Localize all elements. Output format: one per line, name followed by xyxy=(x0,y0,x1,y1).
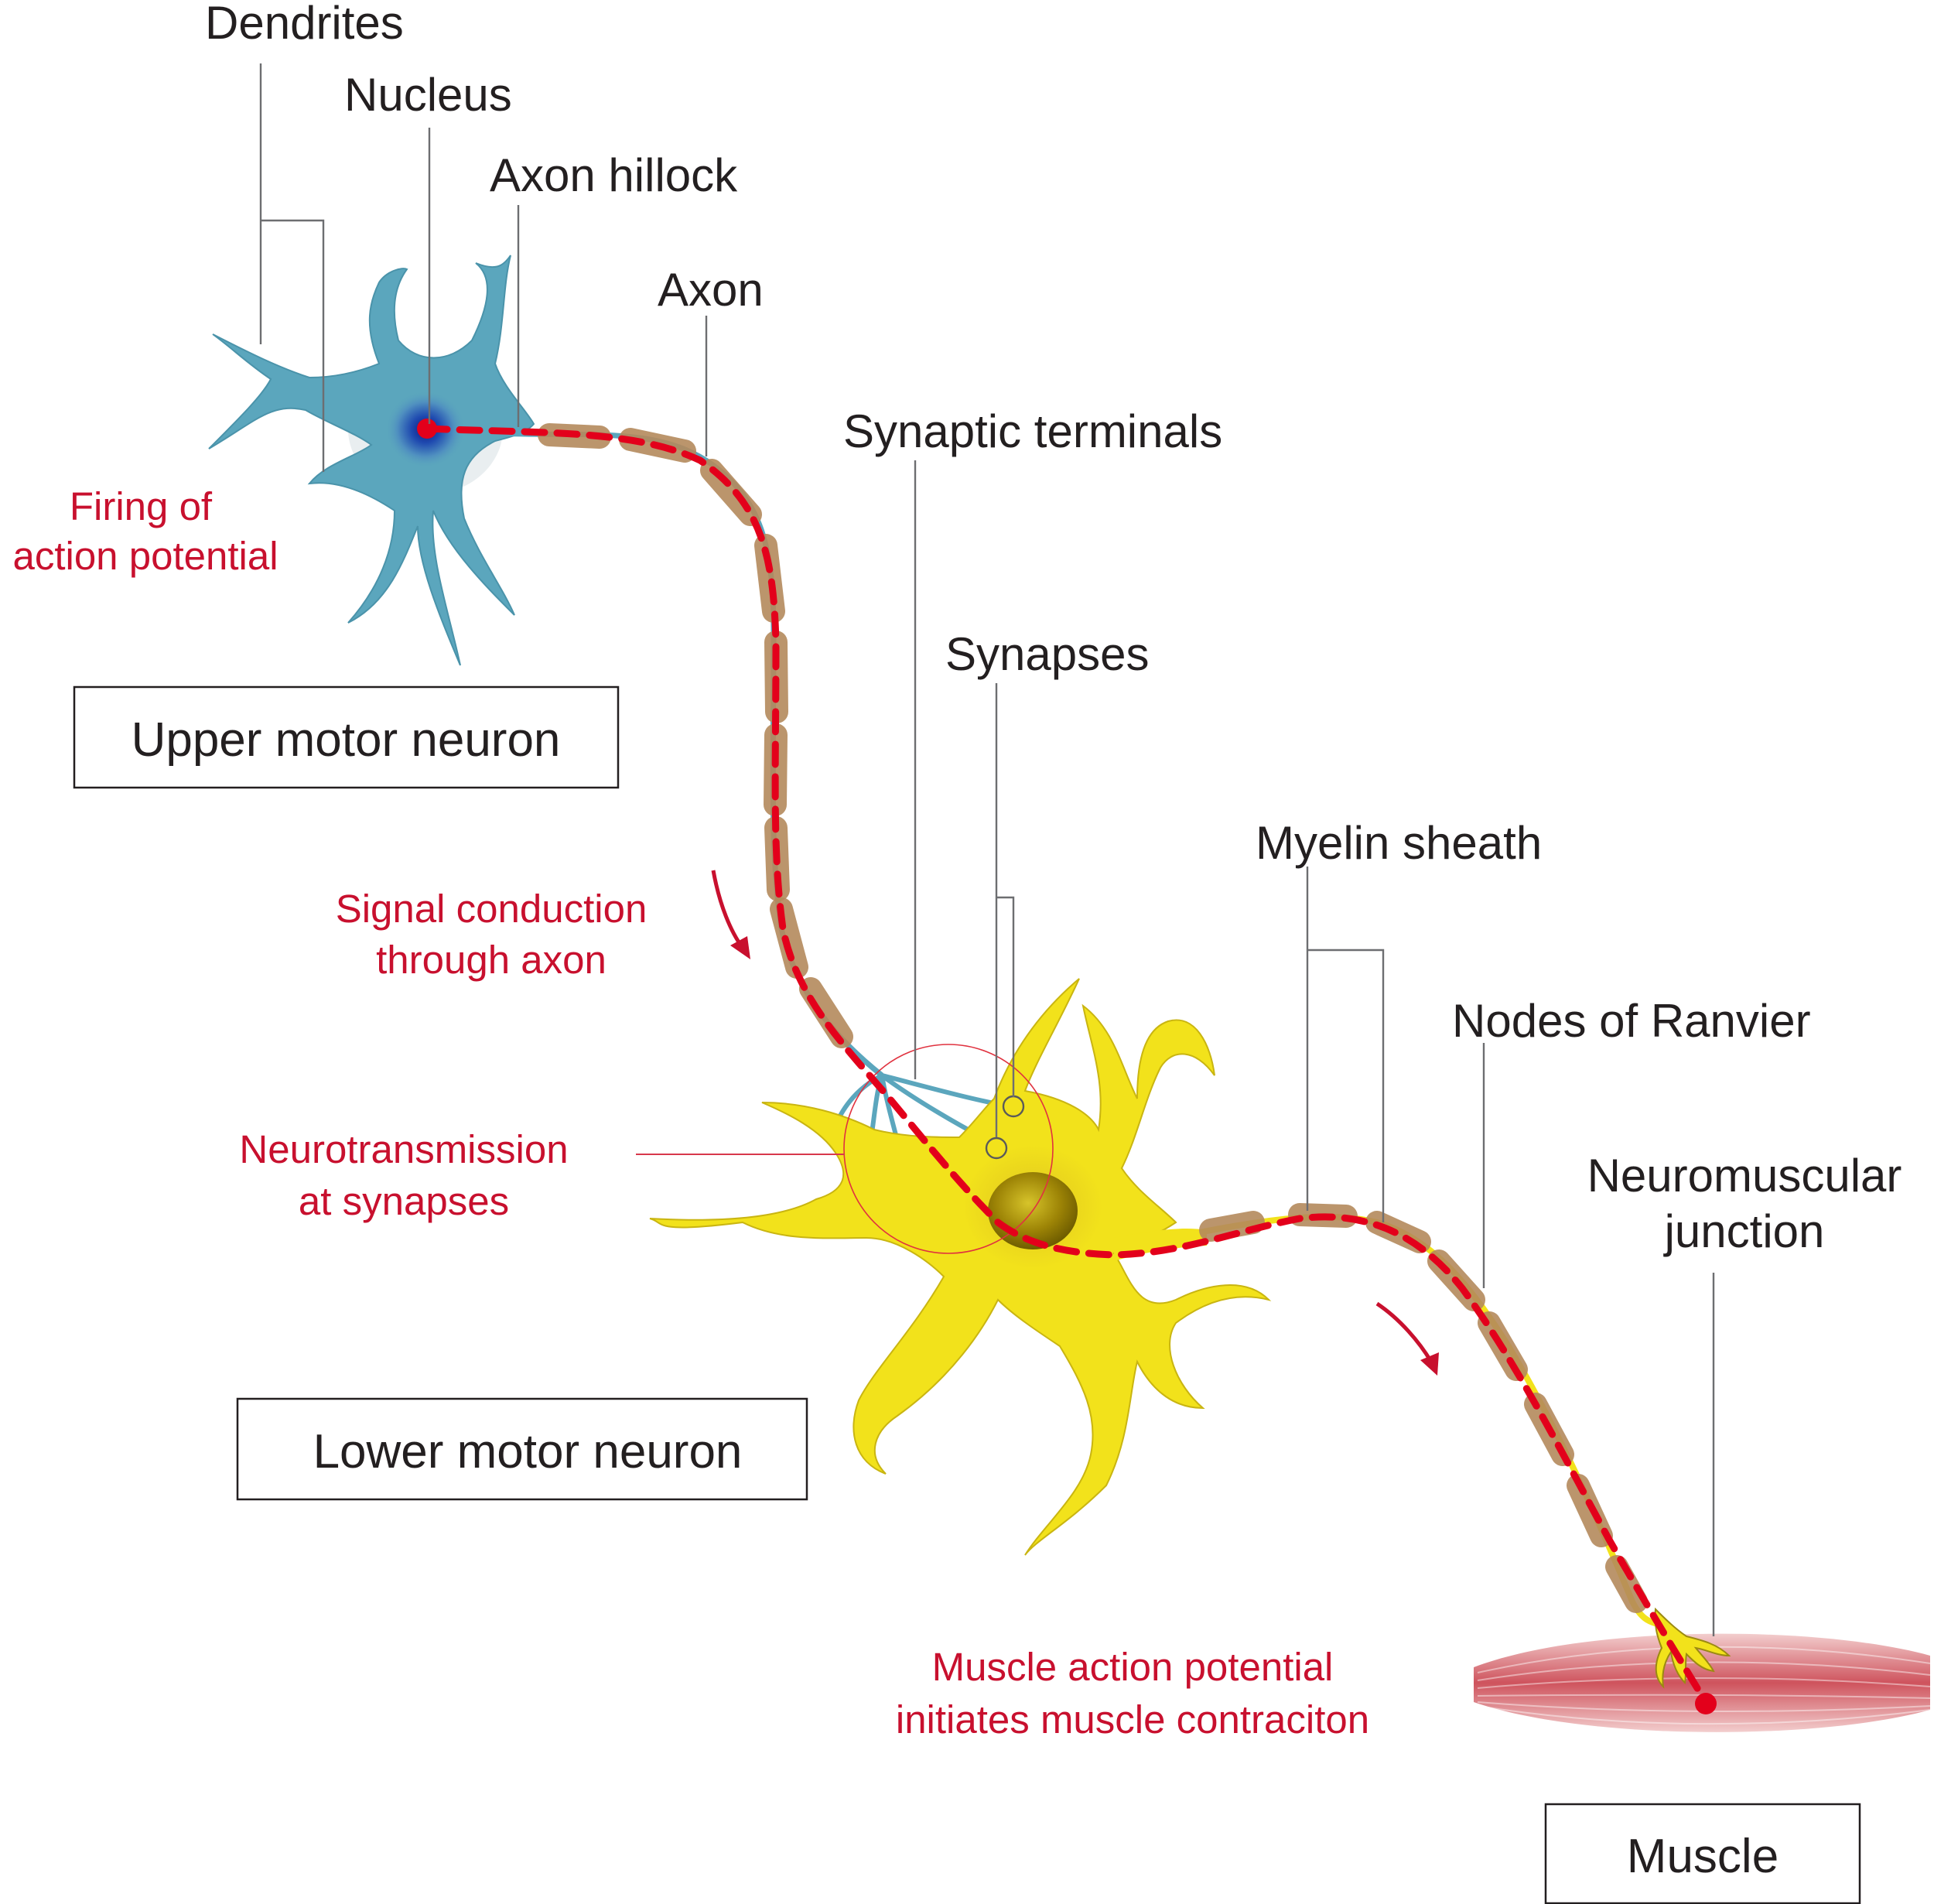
synapse-marker-2 xyxy=(985,1137,1008,1160)
box-lower-motor-neuron: Lower motor neuron xyxy=(236,1397,808,1501)
box-upper-label: Upper motor neuron xyxy=(132,713,561,767)
box-lower-label: Lower motor neuron xyxy=(313,1425,743,1478)
lower-axon xyxy=(1191,1203,1666,1633)
muscle-fiber-bundle xyxy=(1474,1633,1930,1732)
signal-end-dot xyxy=(1695,1693,1717,1714)
label-dendrites: Dendrites xyxy=(205,0,404,49)
label-synapses: Synapses xyxy=(945,628,1150,680)
signal-origin-dot xyxy=(417,419,437,439)
direction-arrow-1 xyxy=(711,870,750,959)
label-axon-hillock: Axon hillock xyxy=(490,149,738,201)
annotation-muscle-line2: initiates muscle contraciton xyxy=(896,1697,1369,1742)
leader-lines xyxy=(259,63,1715,1636)
box-muscle: Muscle xyxy=(1544,1803,1861,1904)
signal-path-axon-1 xyxy=(423,425,1710,1706)
label-synaptic-terminals: Synaptic terminals xyxy=(843,405,1222,457)
annotation-neurotransmission-line2: at synapses xyxy=(299,1179,509,1223)
label-neuromuscular-line2: junction xyxy=(1663,1205,1825,1257)
annotation-firing-line2: action potential xyxy=(12,534,278,578)
annotation-signal-line2: through axon xyxy=(376,938,607,982)
label-myelin-sheath: Myelin sheath xyxy=(1256,817,1542,869)
neuromuscular-terminal xyxy=(1654,1607,1731,1689)
annotation-muscle-line1: Muscle action potential xyxy=(932,1645,1334,1689)
lower-neuron-body xyxy=(649,978,1272,1556)
label-nucleus: Nucleus xyxy=(344,69,512,121)
label-neuromuscular-line1: Neuromuscular xyxy=(1587,1150,1902,1202)
label-nodes-of-ranvier: Nodes of Ranvier xyxy=(1452,995,1811,1047)
direction-arrow-2 xyxy=(1375,1301,1439,1376)
signal-path xyxy=(423,425,1710,1706)
annotation-neurotransmission-line1: Neurotransmission xyxy=(239,1127,568,1171)
upper-neuron-body xyxy=(208,255,535,666)
box-muscle-label: Muscle xyxy=(1627,1830,1779,1883)
upper-motor-neuron xyxy=(208,255,535,666)
upper-axon xyxy=(494,423,1010,1239)
myelin-segments-2 xyxy=(1199,1203,1648,1613)
synapse-region-circle xyxy=(843,1044,1054,1254)
label-axon: Axon xyxy=(658,264,764,316)
annotation-signal-line1: Signal conduction xyxy=(336,887,648,931)
annotation-firing-line1: Firing of xyxy=(70,484,213,528)
lower-axon-fiber xyxy=(1191,1213,1666,1633)
box-upper-motor-neuron: Upper motor neuron xyxy=(73,685,620,789)
